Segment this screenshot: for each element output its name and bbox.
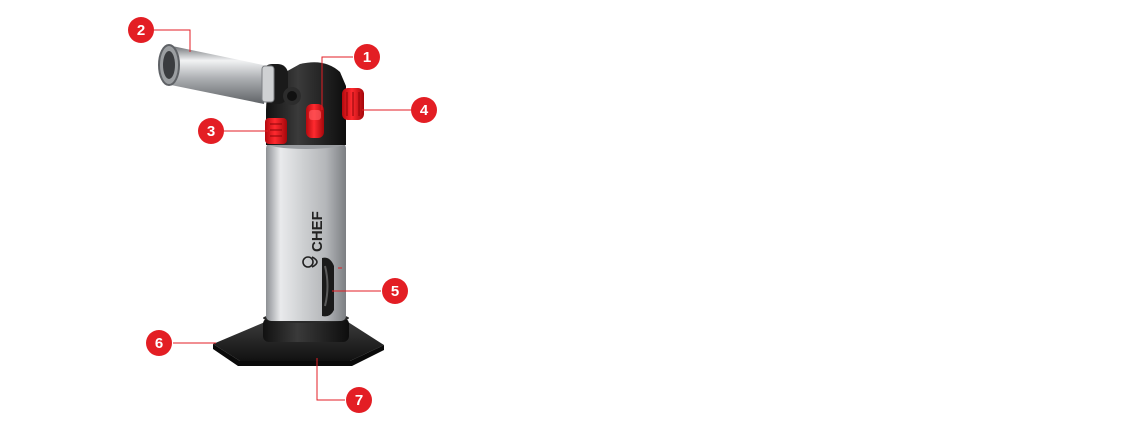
ignition-trigger [306,104,324,138]
brand-logo: CHEF [302,211,326,268]
callout-line-1 [321,56,353,110]
flame-adjust-knob [342,88,364,120]
callout-number: 1 [363,49,371,66]
callout-badge-3: 3 [198,118,224,144]
safety-lock-button [265,118,287,144]
callout-number: 6 [155,335,163,352]
callout-badge-7: 7 [346,387,372,413]
callout-number: 5 [391,283,399,300]
callout-number: 7 [355,392,363,409]
torch-illustration: CHEF [158,44,384,366]
nozzle-barrel [158,44,275,104]
callout-line-2 [153,29,191,52]
gas-level-window [322,257,342,317]
brand-logo-text: CHEF [309,211,326,252]
callout-badge-2: 2 [128,17,154,43]
callout-badge-4: 4 [411,97,437,123]
callout-badge-6: 6 [146,330,172,356]
callout-line-7 [316,358,345,401]
chef-hat-icon [302,256,314,268]
callout-number: 2 [137,22,145,39]
callout-badge-5: 5 [382,278,408,304]
callout-badge-1: 1 [354,44,380,70]
callout-number: 3 [207,123,215,140]
callout-number: 4 [420,102,429,119]
callout-lines [153,29,411,401]
